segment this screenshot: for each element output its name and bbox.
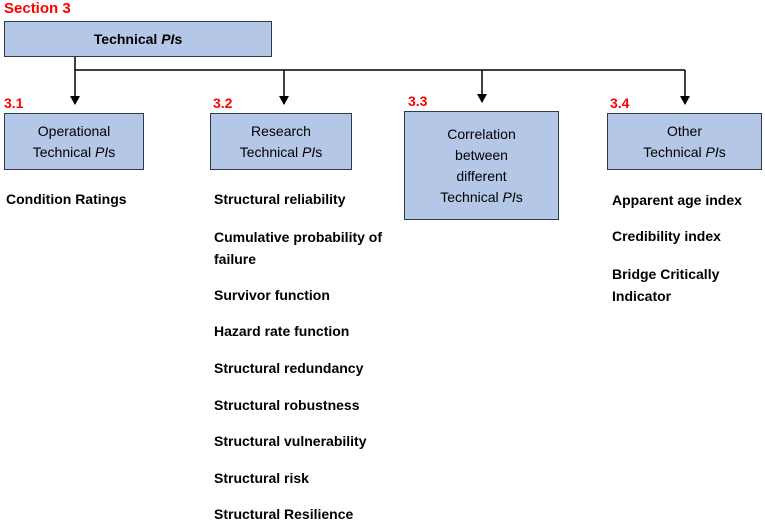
list-item: Structural vulnerability <box>214 433 367 449</box>
category-number-3-1: 3.1 <box>4 95 24 111</box>
category-number-3-4: 3.4 <box>610 95 630 111</box>
list-item: Cumulative probability of failure <box>214 229 383 267</box>
category-box-research: Research Technical PIs <box>210 113 352 170</box>
section-label: Section 3 <box>4 0 71 17</box>
list-item: Condition Ratings <box>6 191 127 207</box>
list-item: Apparent age index <box>612 192 742 208</box>
list-item: Structural reliability <box>214 191 346 207</box>
list-item: Structural Resilience <box>214 506 354 522</box>
category-box-correlation: Correlation between different Technical … <box>404 111 559 220</box>
list-item: Structural risk <box>214 470 309 486</box>
list-item: Credibility index <box>612 228 721 244</box>
list-item: Structural robustness <box>214 397 360 413</box>
category-number-3-3: 3.3 <box>408 93 428 109</box>
list-item: Hazard rate function <box>214 323 350 339</box>
list-item: Bridge Critically Indicator <box>612 266 720 304</box>
list-item: Survivor function <box>214 287 330 303</box>
list-item: Structural redundancy <box>214 360 364 376</box>
category-number-3-2: 3.2 <box>213 95 233 111</box>
category-box-other: Other Technical PIs <box>607 113 762 170</box>
root-box: Technical PIs <box>4 21 272 57</box>
category-box-operational: Operational Technical PIs <box>4 113 144 170</box>
root-label: Technical PIs <box>93 30 183 47</box>
